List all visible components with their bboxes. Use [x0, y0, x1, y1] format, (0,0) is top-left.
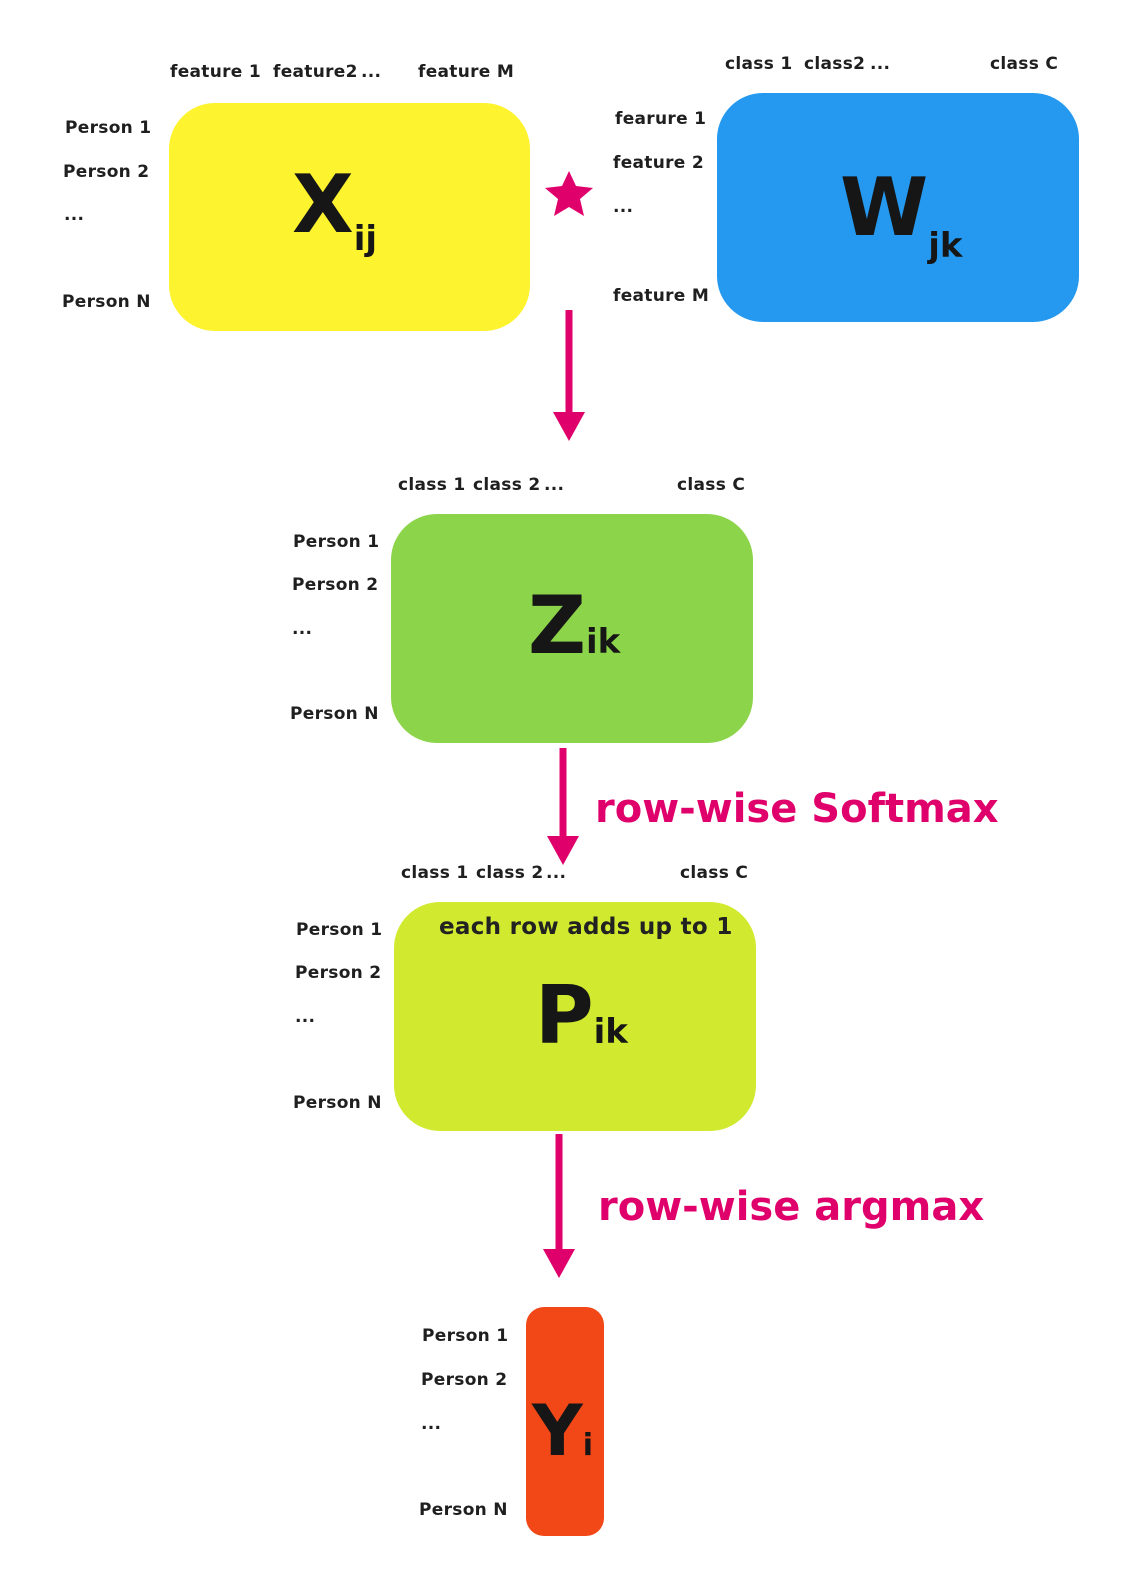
y-vector-symbol: Yi: [532, 1390, 593, 1472]
z-col-label-c: class C: [677, 475, 746, 495]
x-col-label-1: feature 1: [170, 62, 261, 82]
arrow-z-to-p: [547, 748, 579, 865]
z-row-label-ellipsis: ...: [292, 619, 313, 639]
p-matrix-symbol: Pik: [535, 969, 628, 1062]
p-col-label-2: class 2: [476, 863, 544, 883]
x-row-label-2: Person 2: [63, 162, 150, 182]
x-col-label-2: feature2: [273, 62, 358, 82]
x-row-label-1: Person 1: [65, 118, 152, 138]
x-matrix-symbol: Xij: [292, 158, 377, 259]
w-row-label-2: feature 2: [613, 153, 704, 173]
p-row-label-2: Person 2: [295, 963, 382, 983]
z-row-label-1: Person 1: [293, 532, 380, 552]
x-row-label-ellipsis: ...: [64, 205, 85, 225]
x-col-label-m: feature M: [418, 62, 515, 82]
x-row-label-n: Person N: [62, 292, 151, 312]
arrow-x-to-z: [553, 310, 585, 441]
p-row-label-n: Person N: [293, 1093, 382, 1113]
w-col-label-ellipsis: ...: [870, 54, 891, 74]
w-row-label-m: feature M: [613, 286, 710, 306]
p-row-label-ellipsis: ...: [295, 1007, 316, 1027]
z-row-label-2: Person 2: [292, 575, 379, 595]
z-col-label-1: class 1: [398, 475, 466, 495]
w-row-label-1: fearure 1: [615, 109, 707, 129]
star-icon: [545, 171, 593, 216]
z-col-label-ellipsis: ...: [544, 475, 565, 495]
p-col-label-ellipsis: ...: [546, 863, 567, 883]
p-row-label-1: Person 1: [296, 920, 383, 940]
z-matrix-box: [391, 514, 753, 743]
w-row-label-ellipsis: ...: [613, 197, 634, 217]
z-col-label-2: class 2: [473, 475, 541, 495]
y-row-label-2: Person 2: [421, 1370, 508, 1390]
p-matrix-box: [394, 902, 756, 1131]
y-row-label-n: Person N: [419, 1500, 508, 1520]
softmax-label: row-wise Softmax: [595, 786, 999, 832]
arrow-p-to-y: [543, 1134, 575, 1278]
z-matrix-symbol: Zik: [528, 579, 621, 672]
p-col-label-1: class 1: [401, 863, 469, 883]
w-col-label-1: class 1: [725, 54, 793, 74]
p-col-label-c: class C: [680, 863, 749, 883]
y-row-label-1: Person 1: [422, 1326, 509, 1346]
w-col-label-c: class C: [990, 54, 1059, 74]
w-matrix-box: [717, 93, 1079, 322]
p-matrix-note: each row adds up to 1: [439, 914, 733, 940]
x-col-label-ellipsis: ...: [361, 62, 382, 82]
z-row-label-n: Person N: [290, 704, 379, 724]
w-col-label-2: class2: [804, 54, 866, 74]
argmax-label: row-wise argmax: [598, 1184, 985, 1230]
w-matrix-symbol: Wjk: [840, 161, 963, 266]
x-matrix-box: [169, 103, 530, 331]
y-row-label-ellipsis: ...: [421, 1414, 442, 1434]
y-vector-box: [526, 1307, 604, 1536]
